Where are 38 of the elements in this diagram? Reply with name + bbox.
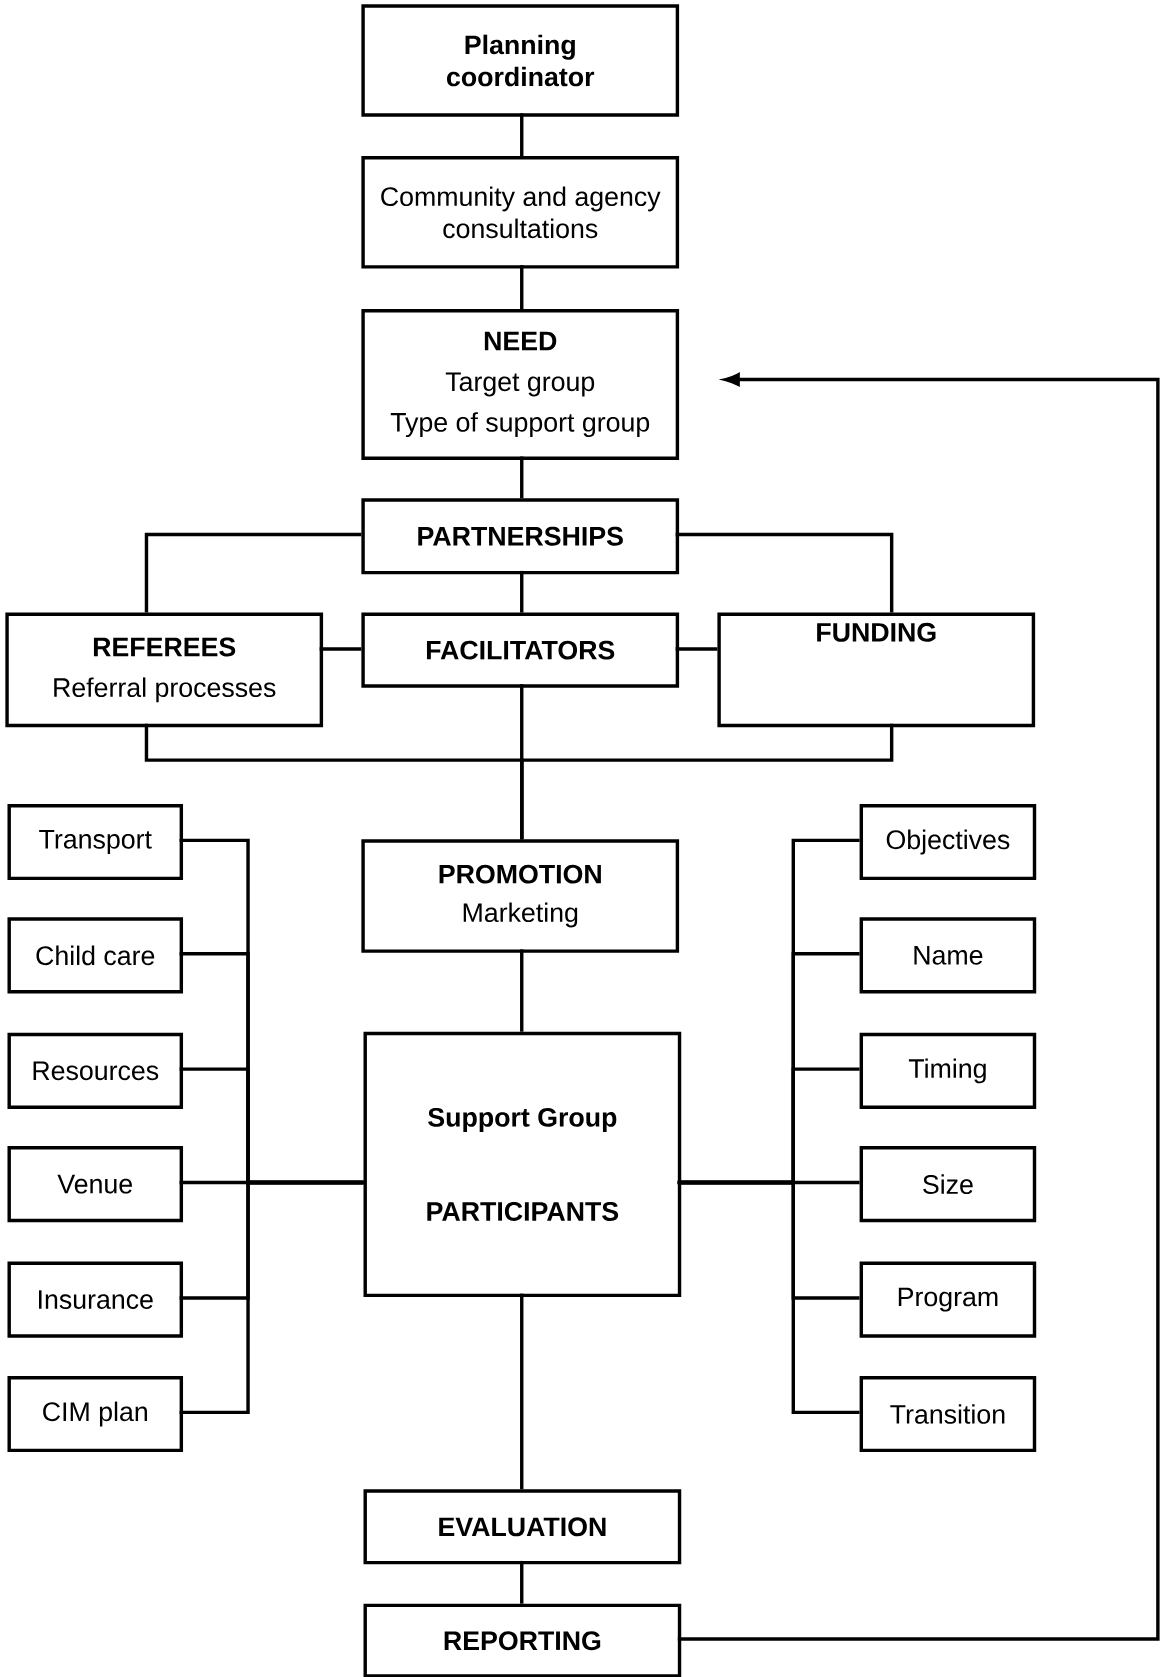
process-box: Child care <box>7 917 184 994</box>
process-box: PROMOTION Marketing <box>361 839 680 953</box>
process-box: Venue <box>7 1146 184 1223</box>
connector-line <box>520 1560 524 1604</box>
arrow <box>677 373 1160 1641</box>
connector-line <box>520 570 524 613</box>
process-box: Size <box>859 1146 1037 1223</box>
connector-line <box>675 647 718 651</box>
connector-line <box>520 723 894 840</box>
process-box: Name <box>859 917 1037 994</box>
process-box: Planning coordinator <box>361 4 680 117</box>
connector-line <box>675 532 894 613</box>
process-box: Insurance <box>7 1261 184 1338</box>
connector-line <box>319 647 362 651</box>
connector-line <box>179 1180 364 1415</box>
process-box: FACILITATORS <box>361 612 680 688</box>
process-box: Support Group PARTICIPANTS <box>363 1031 682 1298</box>
process-box: Objectives <box>859 804 1037 881</box>
connector-line <box>677 1180 860 1415</box>
connector-line <box>520 456 524 499</box>
process-box: EVALUATION <box>363 1489 682 1565</box>
process-box: Timing <box>859 1032 1037 1109</box>
connector-line <box>520 265 524 309</box>
process-box: Resources <box>7 1032 184 1109</box>
connector-line <box>144 532 362 613</box>
process-box: Community and agency consultations <box>361 156 680 269</box>
connector-line <box>520 113 524 157</box>
process-box: NEED Target group Type of support group <box>361 309 680 460</box>
process-box: FUNDING <box>717 612 1036 728</box>
process-box: REPORTING <box>363 1603 682 1677</box>
process-box: CIM plan <box>7 1376 184 1453</box>
process-box: PARTNERSHIPS <box>361 498 680 575</box>
process-box: Program <box>859 1261 1037 1338</box>
connector-line <box>520 1293 524 1490</box>
connector-line <box>520 949 524 1032</box>
process-box: Transport <box>7 804 184 881</box>
process-box: Transition <box>859 1376 1037 1453</box>
process-box: REFEREES Referral processes <box>5 612 324 728</box>
